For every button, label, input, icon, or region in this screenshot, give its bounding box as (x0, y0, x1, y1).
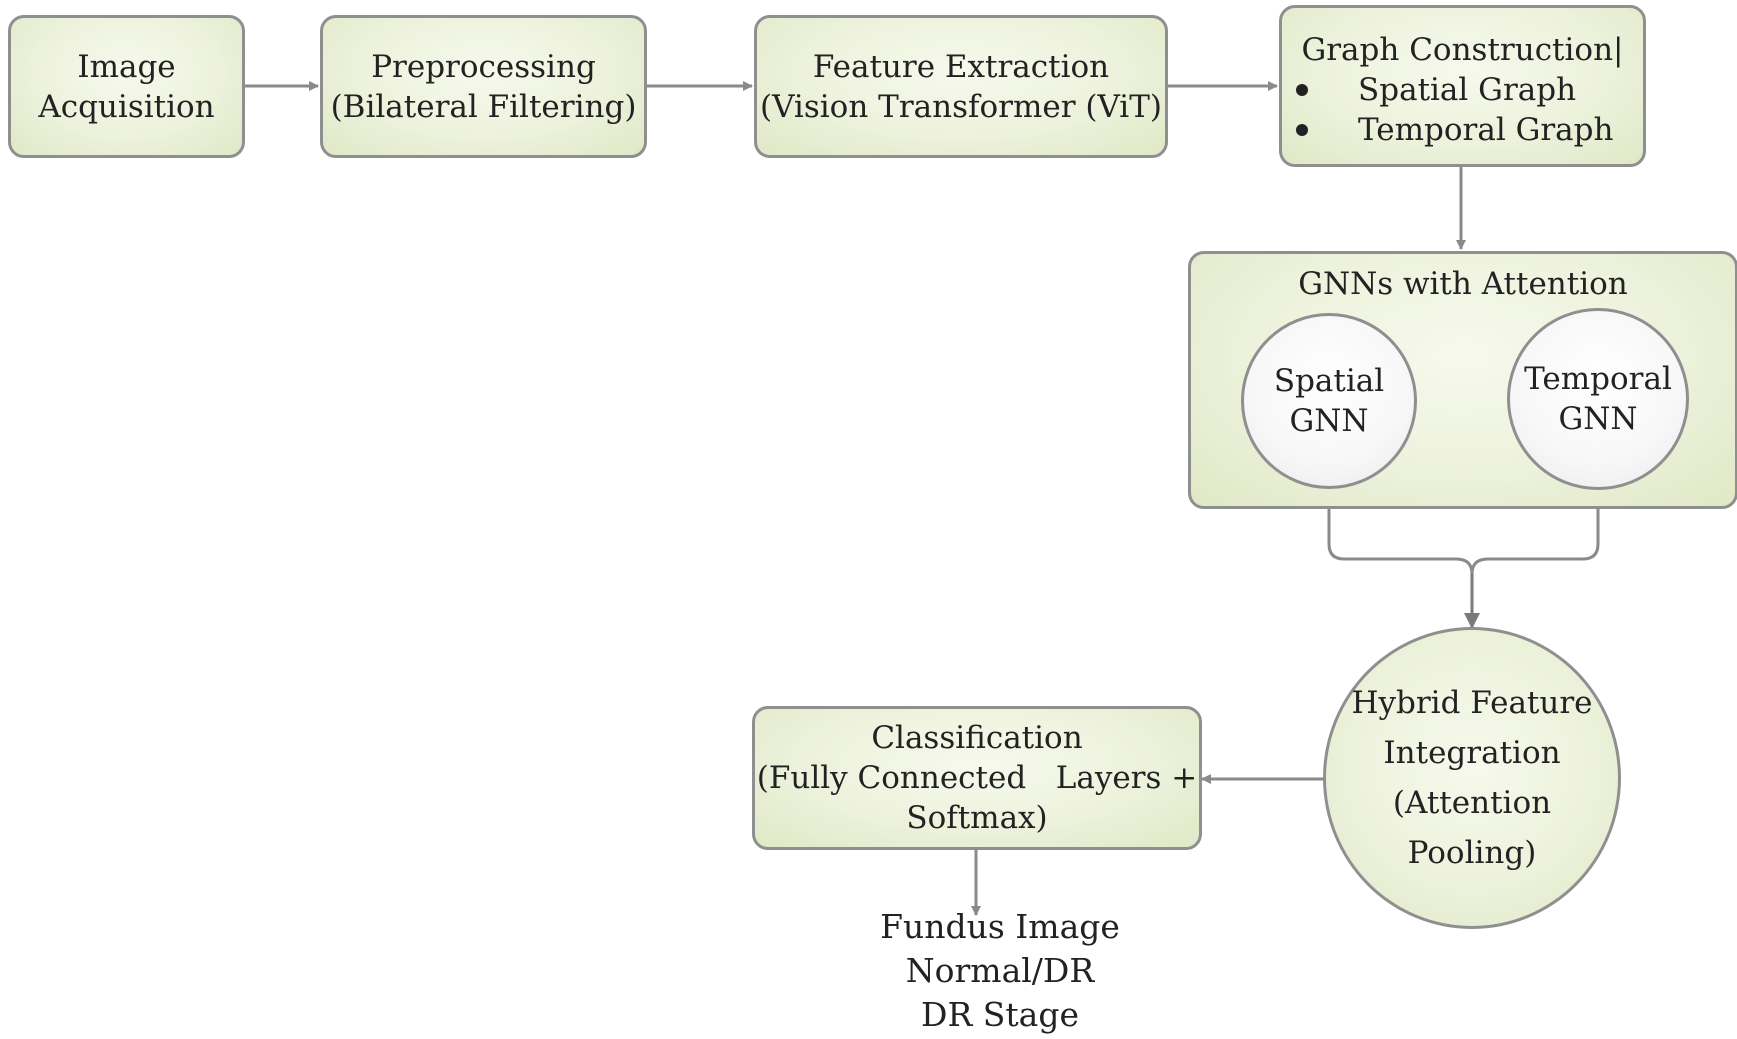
graph-construction-bullet-label: Spatial Graph (1358, 72, 1577, 108)
preprocessing-box: Preprocessing (Bilateral Filtering) (320, 15, 647, 158)
preprocessing-line-2: (Bilateral Filtering) (330, 88, 637, 125)
feature-extraction-line-1: Feature Extraction (812, 48, 1110, 85)
hybrid-line-1: Hybrid Feature (1351, 685, 1593, 721)
output-line-2: Normal/DR (905, 951, 1095, 990)
spatial-gnn-line-1: Spatial (1273, 363, 1385, 399)
graph-construction-box: Graph Construction| Spatial Graph Tempor… (1279, 5, 1646, 167)
temporal-gnn-line-2: GNN (1558, 401, 1638, 437)
image-acquisition-line-2: Acquisition (38, 88, 215, 125)
image-acquisition-line-1: Image (77, 48, 176, 85)
classification-line-1: Classification (871, 720, 1083, 756)
bullet-icon (1296, 124, 1308, 136)
spatial-gnn-line-2: GNN (1289, 403, 1369, 439)
hybrid-feature-integration-node: Hybrid Feature Integration (Attention Po… (1323, 627, 1621, 929)
classification-line-3: Softmax) (906, 800, 1048, 836)
temporal-gnn-node: Temporal GNN (1507, 308, 1689, 490)
spatial-gnn-node: Spatial GNN (1241, 313, 1417, 489)
graph-construction-bullet-item: Spatial Graph (1292, 70, 1643, 110)
graph-construction-title: Graph Construction| (1301, 32, 1624, 68)
merge-connector-temporal (1470, 489, 1600, 575)
output-labels: Fundus Image Normal/DR DR Stage (850, 905, 1150, 1037)
preprocessing-line-1: Preprocessing (371, 48, 596, 85)
hybrid-line-3: (Attention Pooling) (1392, 785, 1552, 871)
classification-line-2: (Fully Connected Layers + (756, 760, 1198, 796)
graph-construction-bullet-label: Temporal Graph (1358, 112, 1614, 148)
temporal-gnn-line-1: Temporal (1524, 361, 1672, 397)
merge-connector-spatial (1327, 489, 1474, 575)
classification-box: Classification (Fully Connected Layers +… (752, 706, 1202, 850)
gnn-attention-title: GNNs with Attention (1298, 266, 1628, 302)
feature-extraction-line-2: (Vision Transformer (ViT) (759, 88, 1162, 125)
hybrid-line-2: Integration (1383, 735, 1561, 771)
output-line-3: DR Stage (921, 995, 1079, 1034)
feature-extraction-box: Feature Extraction (Vision Transformer (… (754, 15, 1168, 158)
image-acquisition-box: Image Acquisition (8, 15, 245, 158)
bullet-icon (1296, 84, 1308, 96)
output-line-1: Fundus Image (880, 907, 1120, 946)
graph-construction-bullet-item: Temporal Graph (1292, 110, 1643, 150)
graph-construction-bullet-list: Spatial Graph Temporal Graph (1282, 70, 1643, 150)
